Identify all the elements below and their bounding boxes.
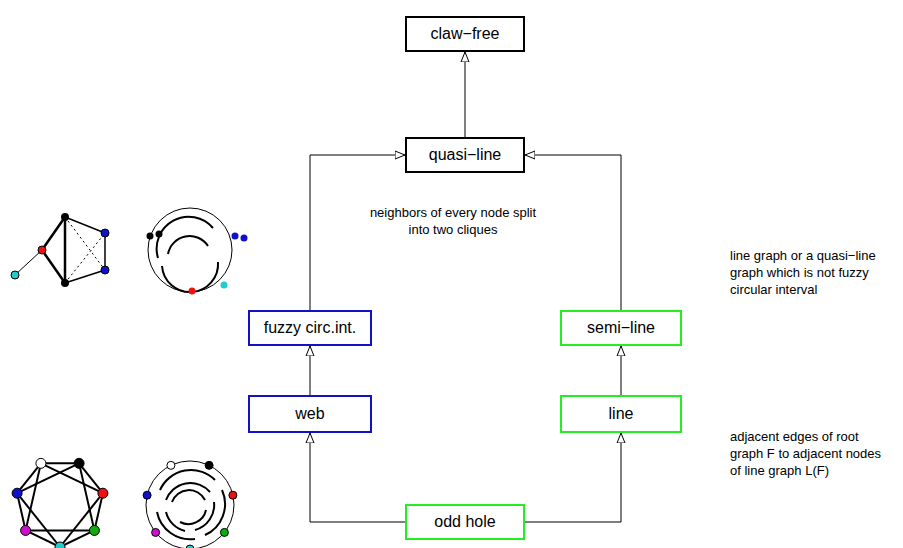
box-label: claw−free (431, 25, 500, 43)
note-text: adjacent edges of root graph F to adjace… (730, 428, 890, 479)
box-label: quasi−line (429, 146, 502, 164)
class-box: claw−free (405, 16, 525, 52)
box-label: web (295, 405, 324, 423)
class-box: odd hole (405, 504, 525, 540)
class-box: quasi−line (405, 137, 525, 173)
box-label: semi−line (587, 319, 655, 337)
inclusion-arrow (310, 155, 405, 310)
class-box: line (560, 395, 682, 433)
box-label: fuzzy circ.int. (264, 319, 356, 337)
class-box: semi−line (560, 310, 682, 346)
inclusion-arrow (525, 433, 621, 522)
note-text: line graph or a quasi−line graph which i… (730, 247, 900, 298)
box-label: odd hole (434, 513, 495, 531)
inclusion-arrow (465, 52, 466, 137)
inclusion-arrow (621, 346, 622, 395)
note-text: neighbors of every node split into two c… (368, 204, 538, 238)
class-box: fuzzy circ.int. (248, 310, 372, 346)
inclusion-arrow (525, 155, 621, 310)
inclusion-arrow (310, 433, 405, 522)
box-label: line (609, 405, 634, 423)
inclusion-arrow (310, 346, 311, 395)
class-box: web (248, 395, 372, 433)
